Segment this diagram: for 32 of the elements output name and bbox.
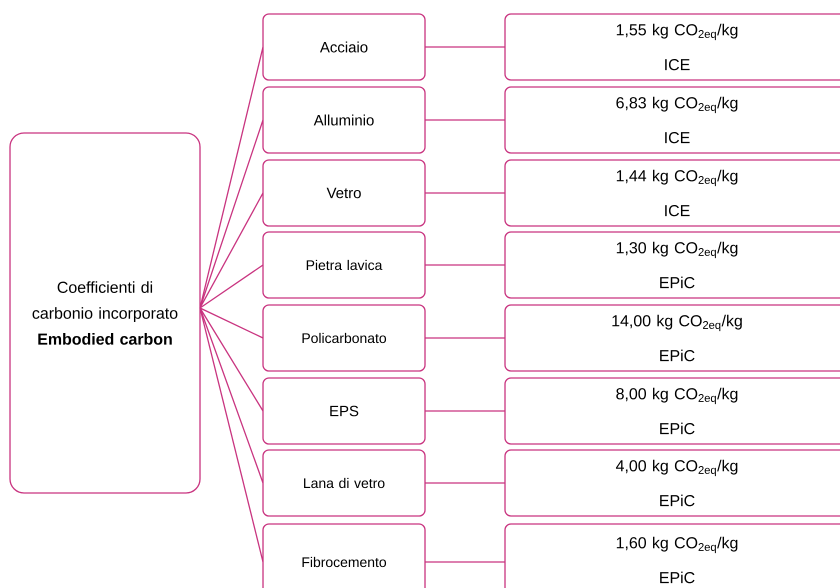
value-box: 1,44 kg CO$_{2eq}$/kg ICE xyxy=(504,159,840,227)
value-box: 1,30 kg CO$_{2eq}$/kg EPiC xyxy=(504,231,840,299)
material-box: Lana di vetro xyxy=(262,449,426,517)
connector-line xyxy=(200,264,264,309)
material-box: Alluminio xyxy=(262,86,426,154)
connector-line xyxy=(199,192,264,308)
material-box: Vetro xyxy=(262,159,426,227)
value-box: 8,00 kg CO$_{2eq}$/kg EPiC xyxy=(504,377,840,445)
connector-line xyxy=(425,410,505,412)
connector-line xyxy=(425,264,505,266)
connector-line xyxy=(199,120,264,308)
category-box: Coefficienti di carbonio incorporato Embodied carbon xyxy=(9,132,201,494)
connector-line xyxy=(425,46,505,48)
material-box: Fibrocemento xyxy=(262,523,426,588)
value-box: 14,00 kg CO$_{2eq}$/kg EPiC xyxy=(504,304,840,372)
value-box: 1,55 kg CO$_{2eq}$/kg ICE xyxy=(504,13,840,81)
connector-line xyxy=(425,561,505,563)
connector-line xyxy=(425,119,505,121)
value-box: 6,83 kg CO$_{2eq}$/kg ICE xyxy=(504,86,840,154)
connector-line xyxy=(425,482,505,484)
connector-line xyxy=(200,307,264,339)
connector-line xyxy=(425,337,505,339)
connector-line xyxy=(199,308,264,484)
material-box: Acciaio xyxy=(262,13,426,81)
connector-line xyxy=(425,192,505,194)
material-box: Pietra lavica xyxy=(262,231,426,299)
connector-line xyxy=(199,308,264,412)
value-box: 4,00 kg CO$_{2eq}$/kg EPiC xyxy=(504,449,840,517)
material-box: EPS xyxy=(262,377,426,445)
connector-line xyxy=(199,308,264,562)
material-box: Policarbonato xyxy=(262,304,426,372)
value-box: 1,60 kg CO$_{2eq}$/kg EPiC xyxy=(504,523,840,588)
